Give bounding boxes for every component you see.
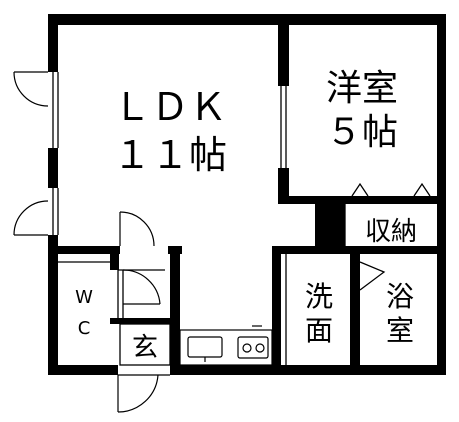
door-swings (13, 71, 170, 413)
toilet-label-2: C (78, 318, 91, 339)
ldk-label-line2: １１帖 (113, 133, 227, 177)
ldk-label-line1: ＬＤＫ (113, 85, 227, 129)
burner-right (255, 343, 265, 353)
wall-left-mid (48, 148, 58, 188)
door-front-arc (117, 374, 159, 413)
sink (187, 336, 223, 358)
wall-ldk-western (278, 14, 289, 86)
wall-wash-bath (350, 254, 360, 374)
entrance-label: 玄 (132, 333, 158, 363)
wall-bottom-left (48, 365, 118, 375)
wall-wc-right (110, 246, 119, 270)
closet-door-right (413, 182, 431, 197)
kitchen-counter (179, 325, 273, 366)
entrance-box (119, 323, 171, 366)
bathroom-label-2: 室 (386, 314, 414, 347)
wall-left-lower (48, 235, 58, 375)
washroom-label-1: 洗 (305, 280, 333, 313)
wall-bottom-right (170, 365, 446, 375)
wall-storage-bottom (278, 246, 446, 254)
door-ldk-arc (119, 211, 155, 247)
storage-label: 収納 (365, 217, 417, 247)
wall-ldk-bottom (48, 246, 120, 254)
washroom-label-2: 面 (305, 314, 333, 347)
wall-ldk-western-low (278, 168, 289, 200)
western-label-line2: ５帖 (326, 112, 398, 153)
closet-door-left (351, 182, 369, 197)
bath-door-swing (359, 261, 386, 291)
fixtures (52, 72, 431, 366)
wall-left-upper (48, 14, 58, 72)
door-wc-arc (122, 269, 161, 305)
door-left-top-arc (13, 71, 49, 107)
wall-entrance-right (170, 246, 180, 374)
wall-western-bottom (278, 196, 446, 204)
wall-entrance-top (110, 318, 180, 324)
bathroom-label-1: 浴 (386, 280, 414, 313)
burner-left (242, 343, 252, 353)
pillar-storage (315, 200, 345, 252)
wall-kitchen-washroom (272, 246, 281, 374)
wall-right (437, 14, 446, 375)
western-label-line1: 洋室 (326, 68, 398, 109)
counter-top (179, 329, 273, 366)
walls (48, 14, 446, 375)
door-left-bottom-arc (13, 200, 49, 236)
toilet-label-1: W (75, 287, 93, 308)
room-labels: ＬＤＫ １１帖 洋室 ５帖 収納 洗 面 浴 室 W C 玄 (75, 68, 417, 363)
wall-top (48, 14, 446, 25)
stove (237, 336, 269, 359)
